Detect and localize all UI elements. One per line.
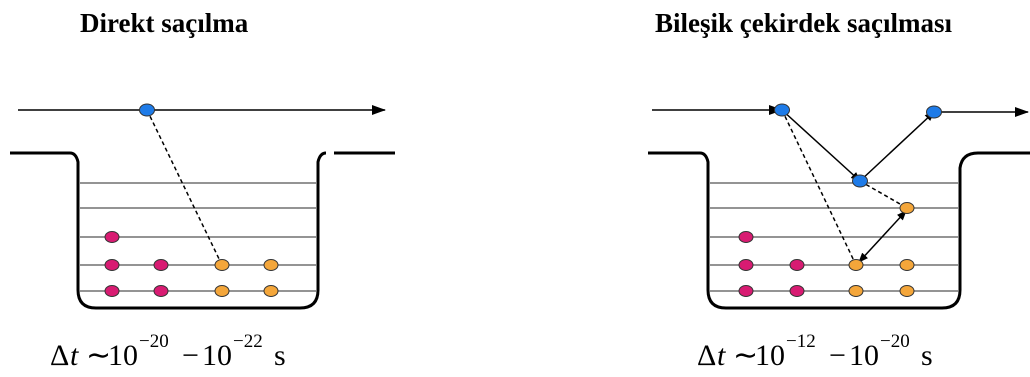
panel-compound-nucleus: Δ t ∼ 10 −12 − 10 −20 s — [648, 103, 1030, 372]
formula-delta: Δ — [697, 339, 716, 372]
formula-minus: − — [182, 339, 199, 372]
captured-particle — [852, 174, 868, 188]
neutrons — [214, 259, 279, 297]
proton — [104, 259, 120, 271]
incident-particle — [139, 103, 155, 117]
excitation-path-dashed — [859, 180, 908, 209]
neutron — [263, 259, 279, 271]
proton — [104, 231, 120, 243]
neutron — [848, 285, 864, 297]
potential-well — [10, 151, 327, 310]
potential-well — [648, 151, 1030, 310]
formula-t: t — [70, 339, 79, 372]
neutron — [263, 285, 279, 297]
formula-unit: s — [921, 339, 933, 372]
capture-path-arrow — [781, 109, 861, 182]
proton — [738, 285, 754, 297]
incident-particle — [774, 103, 790, 117]
formula-exponent-1: −12 — [786, 331, 816, 352]
emitted-particle — [926, 105, 942, 119]
arrow-double-icon — [858, 210, 907, 263]
formula-t: t — [717, 339, 726, 372]
neutron — [214, 259, 230, 271]
neutron — [899, 259, 915, 271]
neutron — [214, 285, 230, 297]
time-formula-compound: Δ t ∼ 10 −12 − 10 −20 s — [697, 331, 933, 372]
emission-path-arrow — [859, 111, 935, 182]
proton — [789, 259, 805, 271]
formula-delta: Δ — [50, 339, 69, 372]
formula-exponent-1: −20 — [139, 331, 169, 352]
proton — [104, 285, 120, 297]
neutron — [899, 285, 915, 297]
neutron — [848, 259, 864, 271]
formula-sim: ∼ — [733, 339, 758, 372]
proton — [153, 259, 169, 271]
neutrons — [848, 202, 915, 297]
formula-base-1: 10 — [755, 339, 785, 372]
transfer-path-dashed — [146, 109, 223, 266]
formula-minus: − — [829, 339, 846, 372]
formula-sim: ∼ — [86, 339, 111, 372]
formula-base-2: 10 — [849, 339, 879, 372]
protons — [104, 231, 169, 297]
formula-unit: s — [274, 339, 286, 372]
title-direct-scattering: Direkt saçılma — [80, 8, 249, 38]
panel-direct: Δ t ∼ 10 −20 − 10 −22 s — [10, 103, 395, 372]
formula-base-2: 10 — [202, 339, 232, 372]
time-formula-direct: Δ t ∼ 10 −20 − 10 −22 s — [50, 331, 286, 372]
proton — [789, 285, 805, 297]
formula-base-1: 10 — [108, 339, 138, 372]
formula-exponent-2: −22 — [233, 331, 263, 352]
formula-exponent-2: −20 — [880, 331, 910, 352]
title-compound-nucleus-scattering: Bileşik çekirdek saçılması — [655, 8, 952, 38]
protons — [738, 231, 805, 297]
excited-neutron — [899, 202, 915, 214]
proton — [738, 231, 754, 243]
transfer-path-dashed — [781, 109, 857, 266]
proton — [738, 259, 754, 271]
proton — [153, 285, 169, 297]
